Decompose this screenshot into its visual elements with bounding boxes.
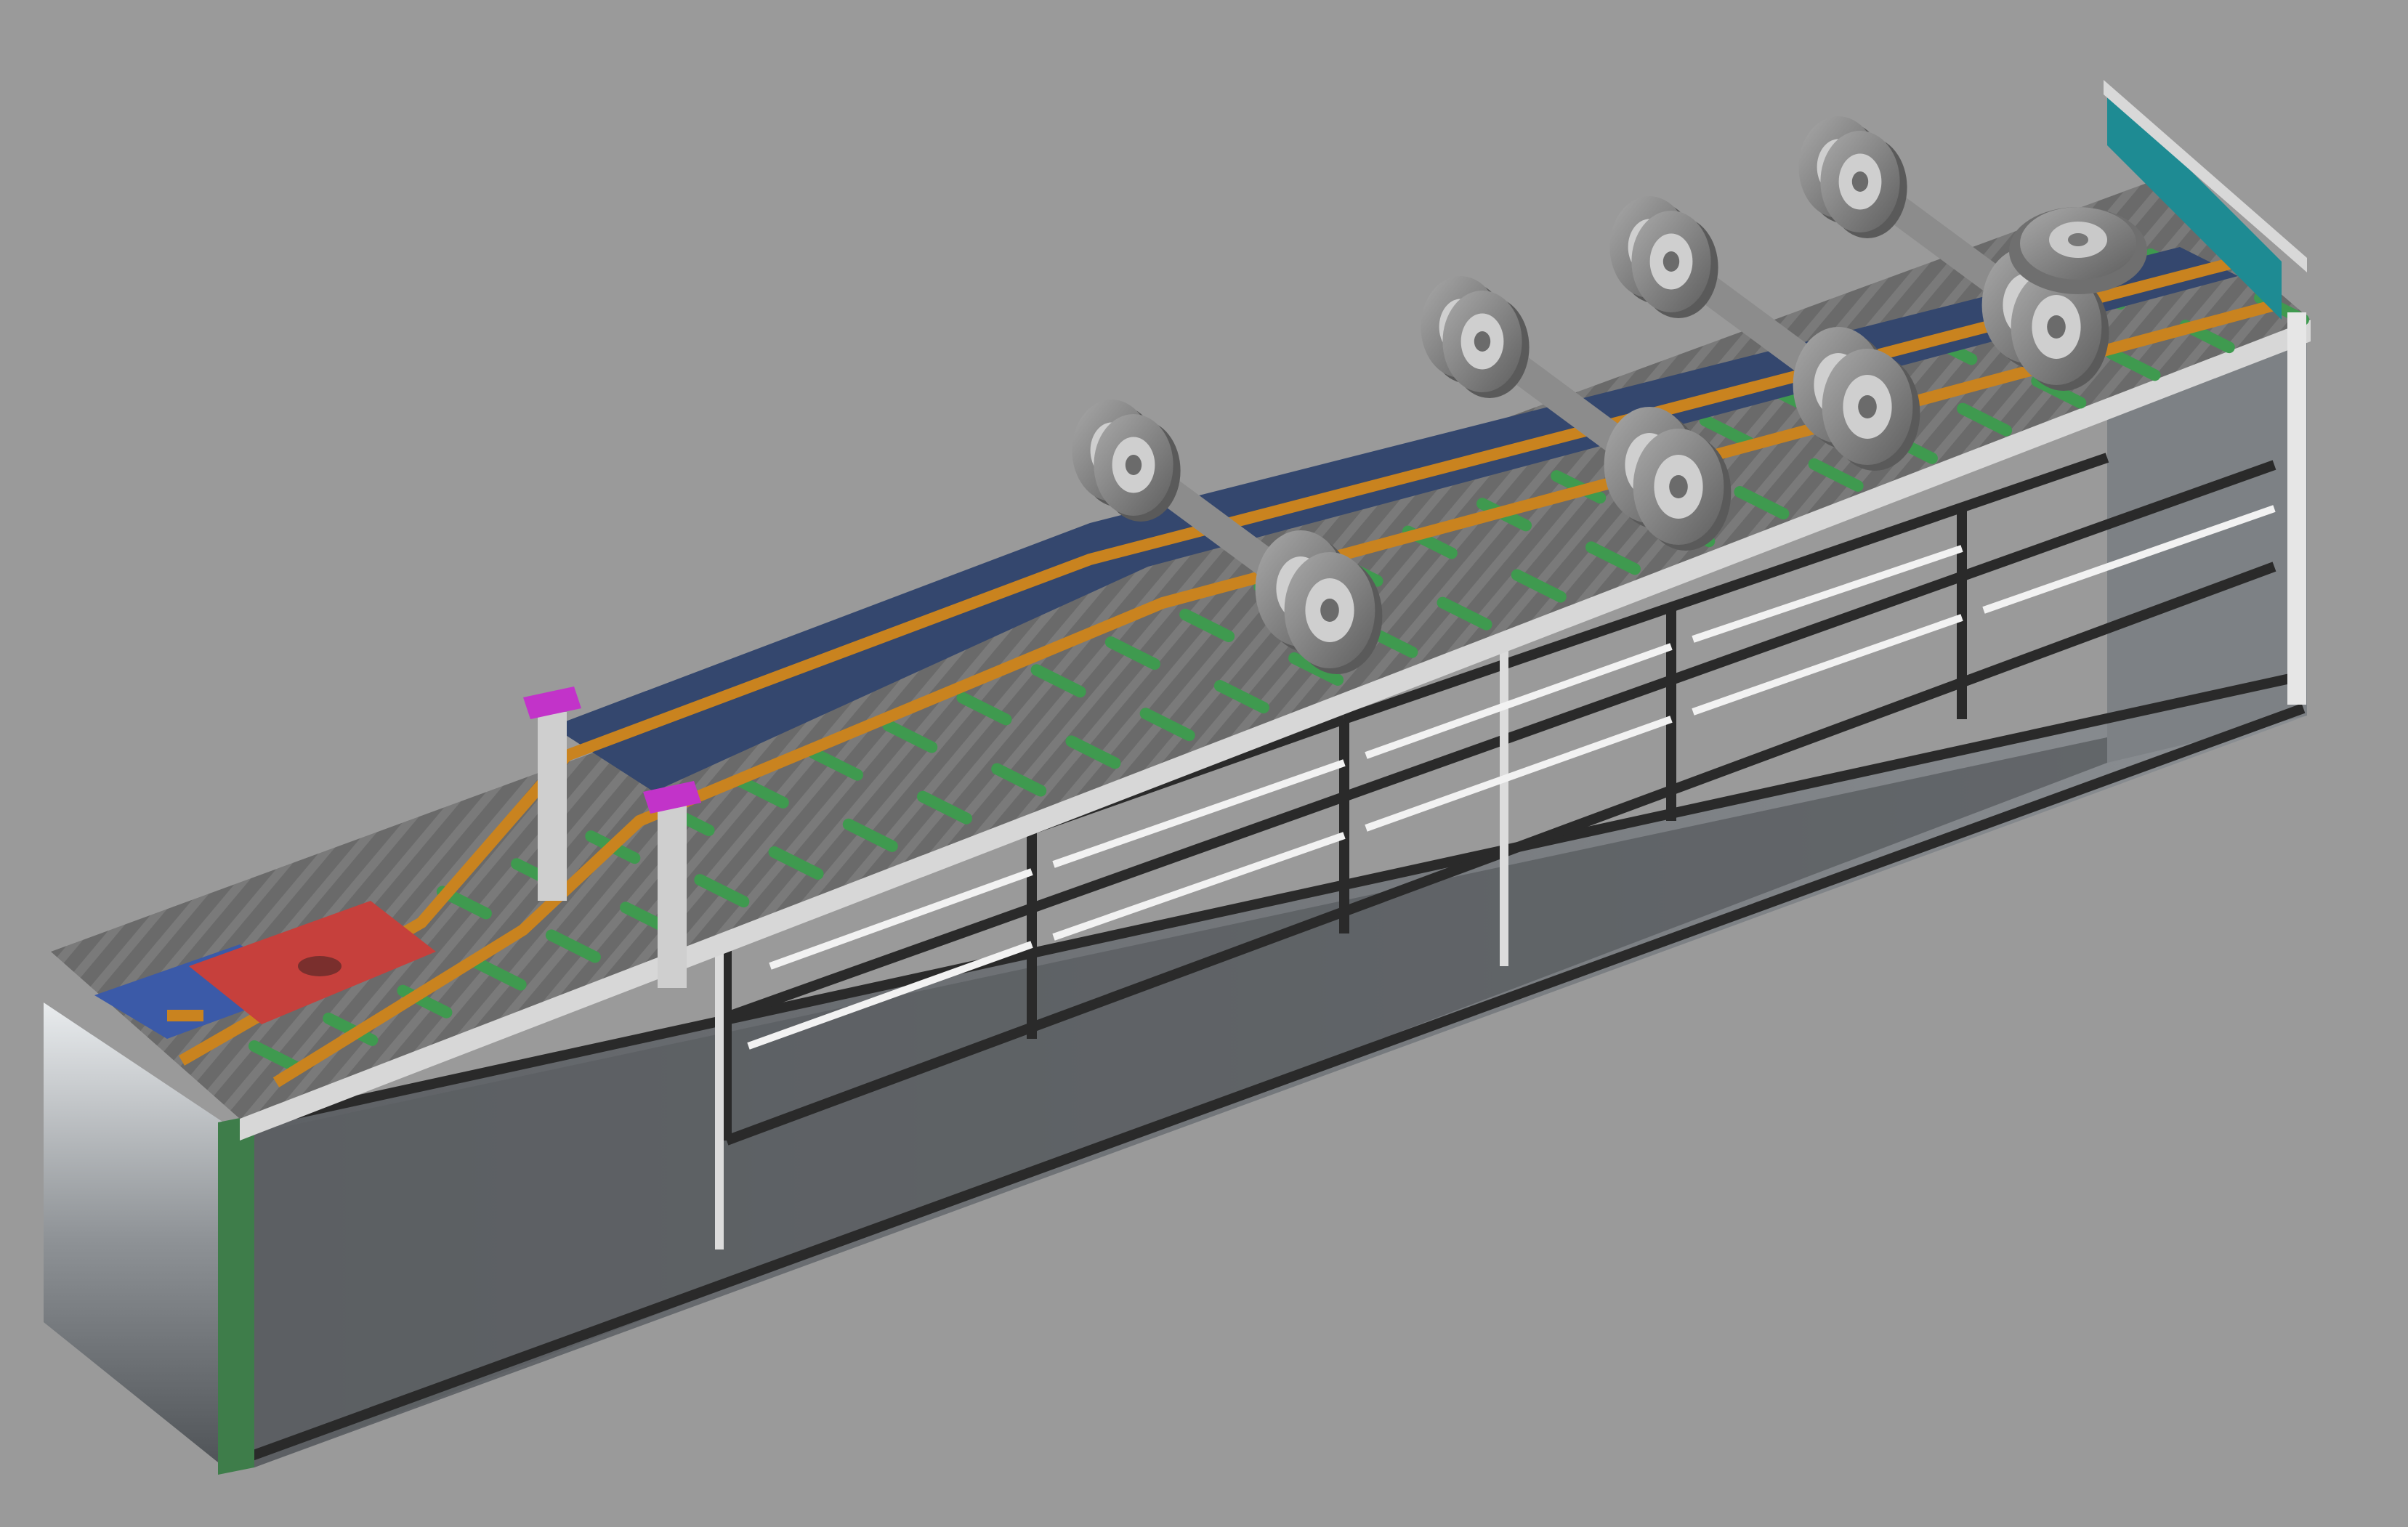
lower-frame-slats — [747, 505, 2276, 1050]
wheel-sets — [1072, 116, 2109, 674]
front-wall — [44, 1003, 229, 1471]
crossmember — [768, 846, 824, 880]
crossmember — [1957, 402, 2013, 437]
crossmember — [1104, 636, 1160, 671]
front-wall-trim — [218, 1115, 254, 1475]
crossmember — [1139, 708, 1195, 742]
interior-rear-wall — [2107, 341, 2307, 763]
crossmember — [733, 774, 789, 809]
kingpin-plate-icon — [94, 901, 436, 1039]
crossmember — [1030, 664, 1086, 698]
crossmember — [1511, 569, 1567, 603]
crossmember — [842, 818, 898, 852]
wheel-icon — [1633, 429, 1732, 551]
crossmember — [991, 763, 1047, 797]
wheel-icon — [1822, 349, 1920, 471]
crossmember — [1585, 541, 1641, 575]
wheel-icon — [1442, 291, 1530, 398]
rear-end-wall — [2104, 80, 2307, 705]
crossmember — [1288, 652, 1344, 686]
crossmember — [545, 929, 601, 963]
crossmember — [1179, 608, 1235, 642]
crossmember — [1437, 596, 1492, 631]
crossmember — [808, 747, 863, 781]
crossmember — [882, 719, 938, 753]
crossmember — [1699, 414, 1755, 448]
crossmember — [1213, 680, 1269, 714]
crossmember — [1808, 458, 1864, 492]
crossmember — [1734, 486, 1790, 520]
wheel-icon — [1094, 414, 1181, 522]
crossmember — [323, 1012, 379, 1046]
wheel-icon — [1631, 211, 1718, 318]
beam-right — [272, 299, 2276, 1087]
deck-edge-front — [240, 320, 2311, 1141]
wheel-icon — [1820, 131, 1907, 238]
crossmember — [2105, 347, 2161, 381]
crossmember — [956, 692, 1012, 726]
crossmember — [1065, 735, 1121, 769]
wheel-icon — [2011, 269, 2109, 391]
deck-surface — [51, 182, 2311, 1119]
crossmember — [917, 790, 972, 825]
crossmember — [249, 1040, 304, 1074]
landing-leg-icon — [523, 686, 701, 988]
wheel-icon — [1284, 552, 1383, 674]
crossmember — [471, 957, 527, 991]
spare-wheel-icon — [2009, 207, 2147, 294]
crossmember — [694, 874, 750, 908]
